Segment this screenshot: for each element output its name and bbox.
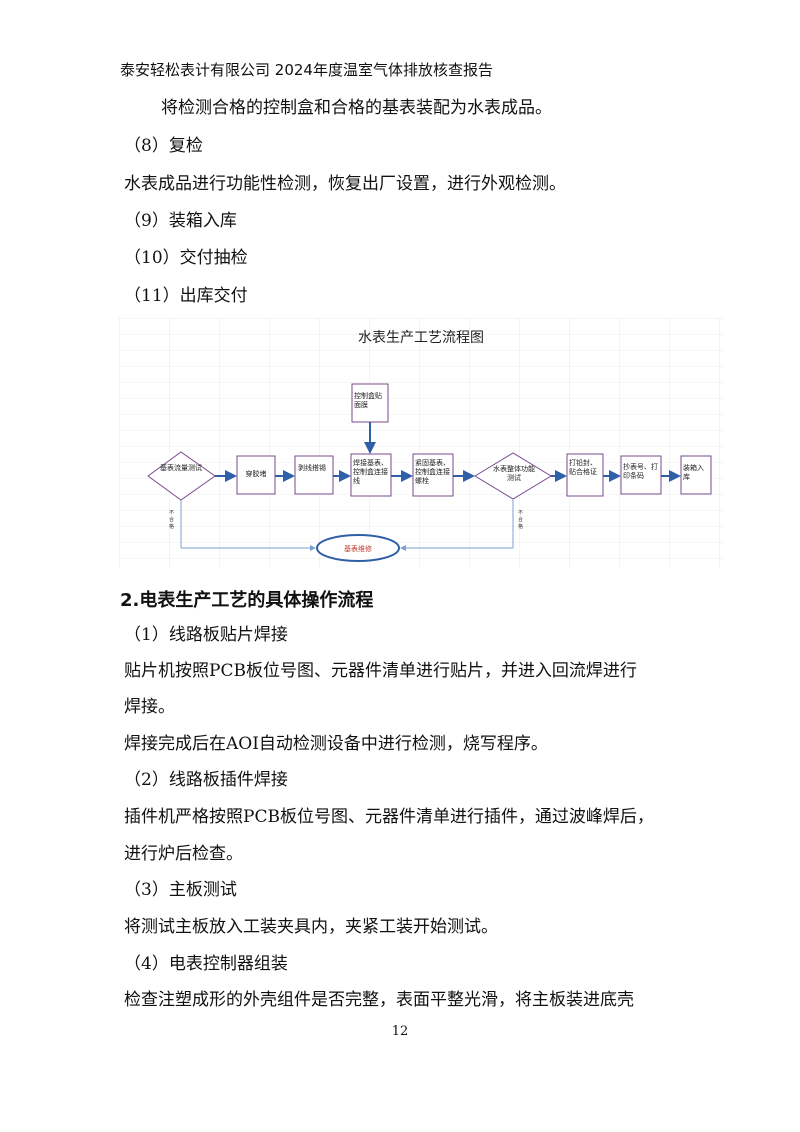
list-heading: （1）线路板贴片焊接 [124,625,288,645]
page-number: 12 [391,1024,409,1039]
process-box [620,455,662,495]
node-label: 基表流量测试 [160,464,202,472]
list-heading: （2）线路板插件焊接 [124,770,288,790]
process-box [680,455,712,495]
paragraph: 焊接完成后在AOI自动检测设备中进行检测，烧写程序。 [124,734,548,754]
node-label: 抄表号、打印条码 [623,463,658,480]
paragraph: 水表成品进行功能性检测，恢复出厂设置，进行外观检测。 [124,174,566,194]
paragraph: 将检测合格的控制盒和合格的基表装配为水表成品。 [161,98,552,118]
node-label: 控制盒贴面膜 [354,392,382,409]
page-header: 泰安轻松表计有限公司 2024年度温室气体排放核查报告 [120,61,493,79]
paragraph: 进行炉后检查。 [124,844,243,864]
process-box [294,455,334,495]
fail-label: 不合格 [169,510,175,530]
grid-background [119,318,724,568]
node-label: 焊接基表、控制盒连接线 [353,459,388,485]
process-box [566,453,604,497]
paragraph: 将测试主板放入工装夹具内，夹紧工装开始测试。 [124,917,498,937]
list-heading: （9）装箱入库 [124,211,237,231]
node-label: 水表整体功能测试 [493,465,535,482]
paragraph: 检查注塑成形的外壳组件是否完整，表面平整光滑，将主板装进底壳 [124,990,634,1010]
list-heading: （8）复检 [124,136,203,156]
list-heading: （4）电表控制器组装 [124,954,288,974]
node-label: 穿胶堵 [245,470,267,478]
node-label: 打铅封、贴合格证 [569,459,597,476]
list-heading: （3）主板测试 [124,880,237,900]
flowchart: 水表生产工艺流程图 基表流量测试 穿胶堵 剥线搭锡 控制盒贴面膜 焊接基表、控制… [119,318,724,568]
node-label: 装箱入库 [683,464,704,481]
paragraph: 插件机严格按照PCB板位号图、元器件清单进行插件，通过波峰焊后， [124,807,654,827]
repair-node [316,534,400,562]
section-heading: 2.电表生产工艺的具体操作流程 [120,590,374,611]
list-heading: （10）交付抽检 [124,248,248,268]
repair-label: 基表维修 [344,544,372,553]
node-label: 紧固基表、控制盒连接螺栓 [415,459,450,485]
list-heading: （11）出库交付 [124,286,248,306]
process-box [350,453,392,497]
paragraph: 焊接。 [124,697,175,717]
fail-label: 不合格 [518,510,524,530]
paragraph: 贴片机按照PCB板位号图、元器件清单进行贴片，并进入回流焊进行 [124,661,637,681]
flowchart-title: 水表生产工艺流程图 [358,330,484,346]
node-label: 剥线搭锡 [298,464,326,472]
process-box [351,383,389,423]
